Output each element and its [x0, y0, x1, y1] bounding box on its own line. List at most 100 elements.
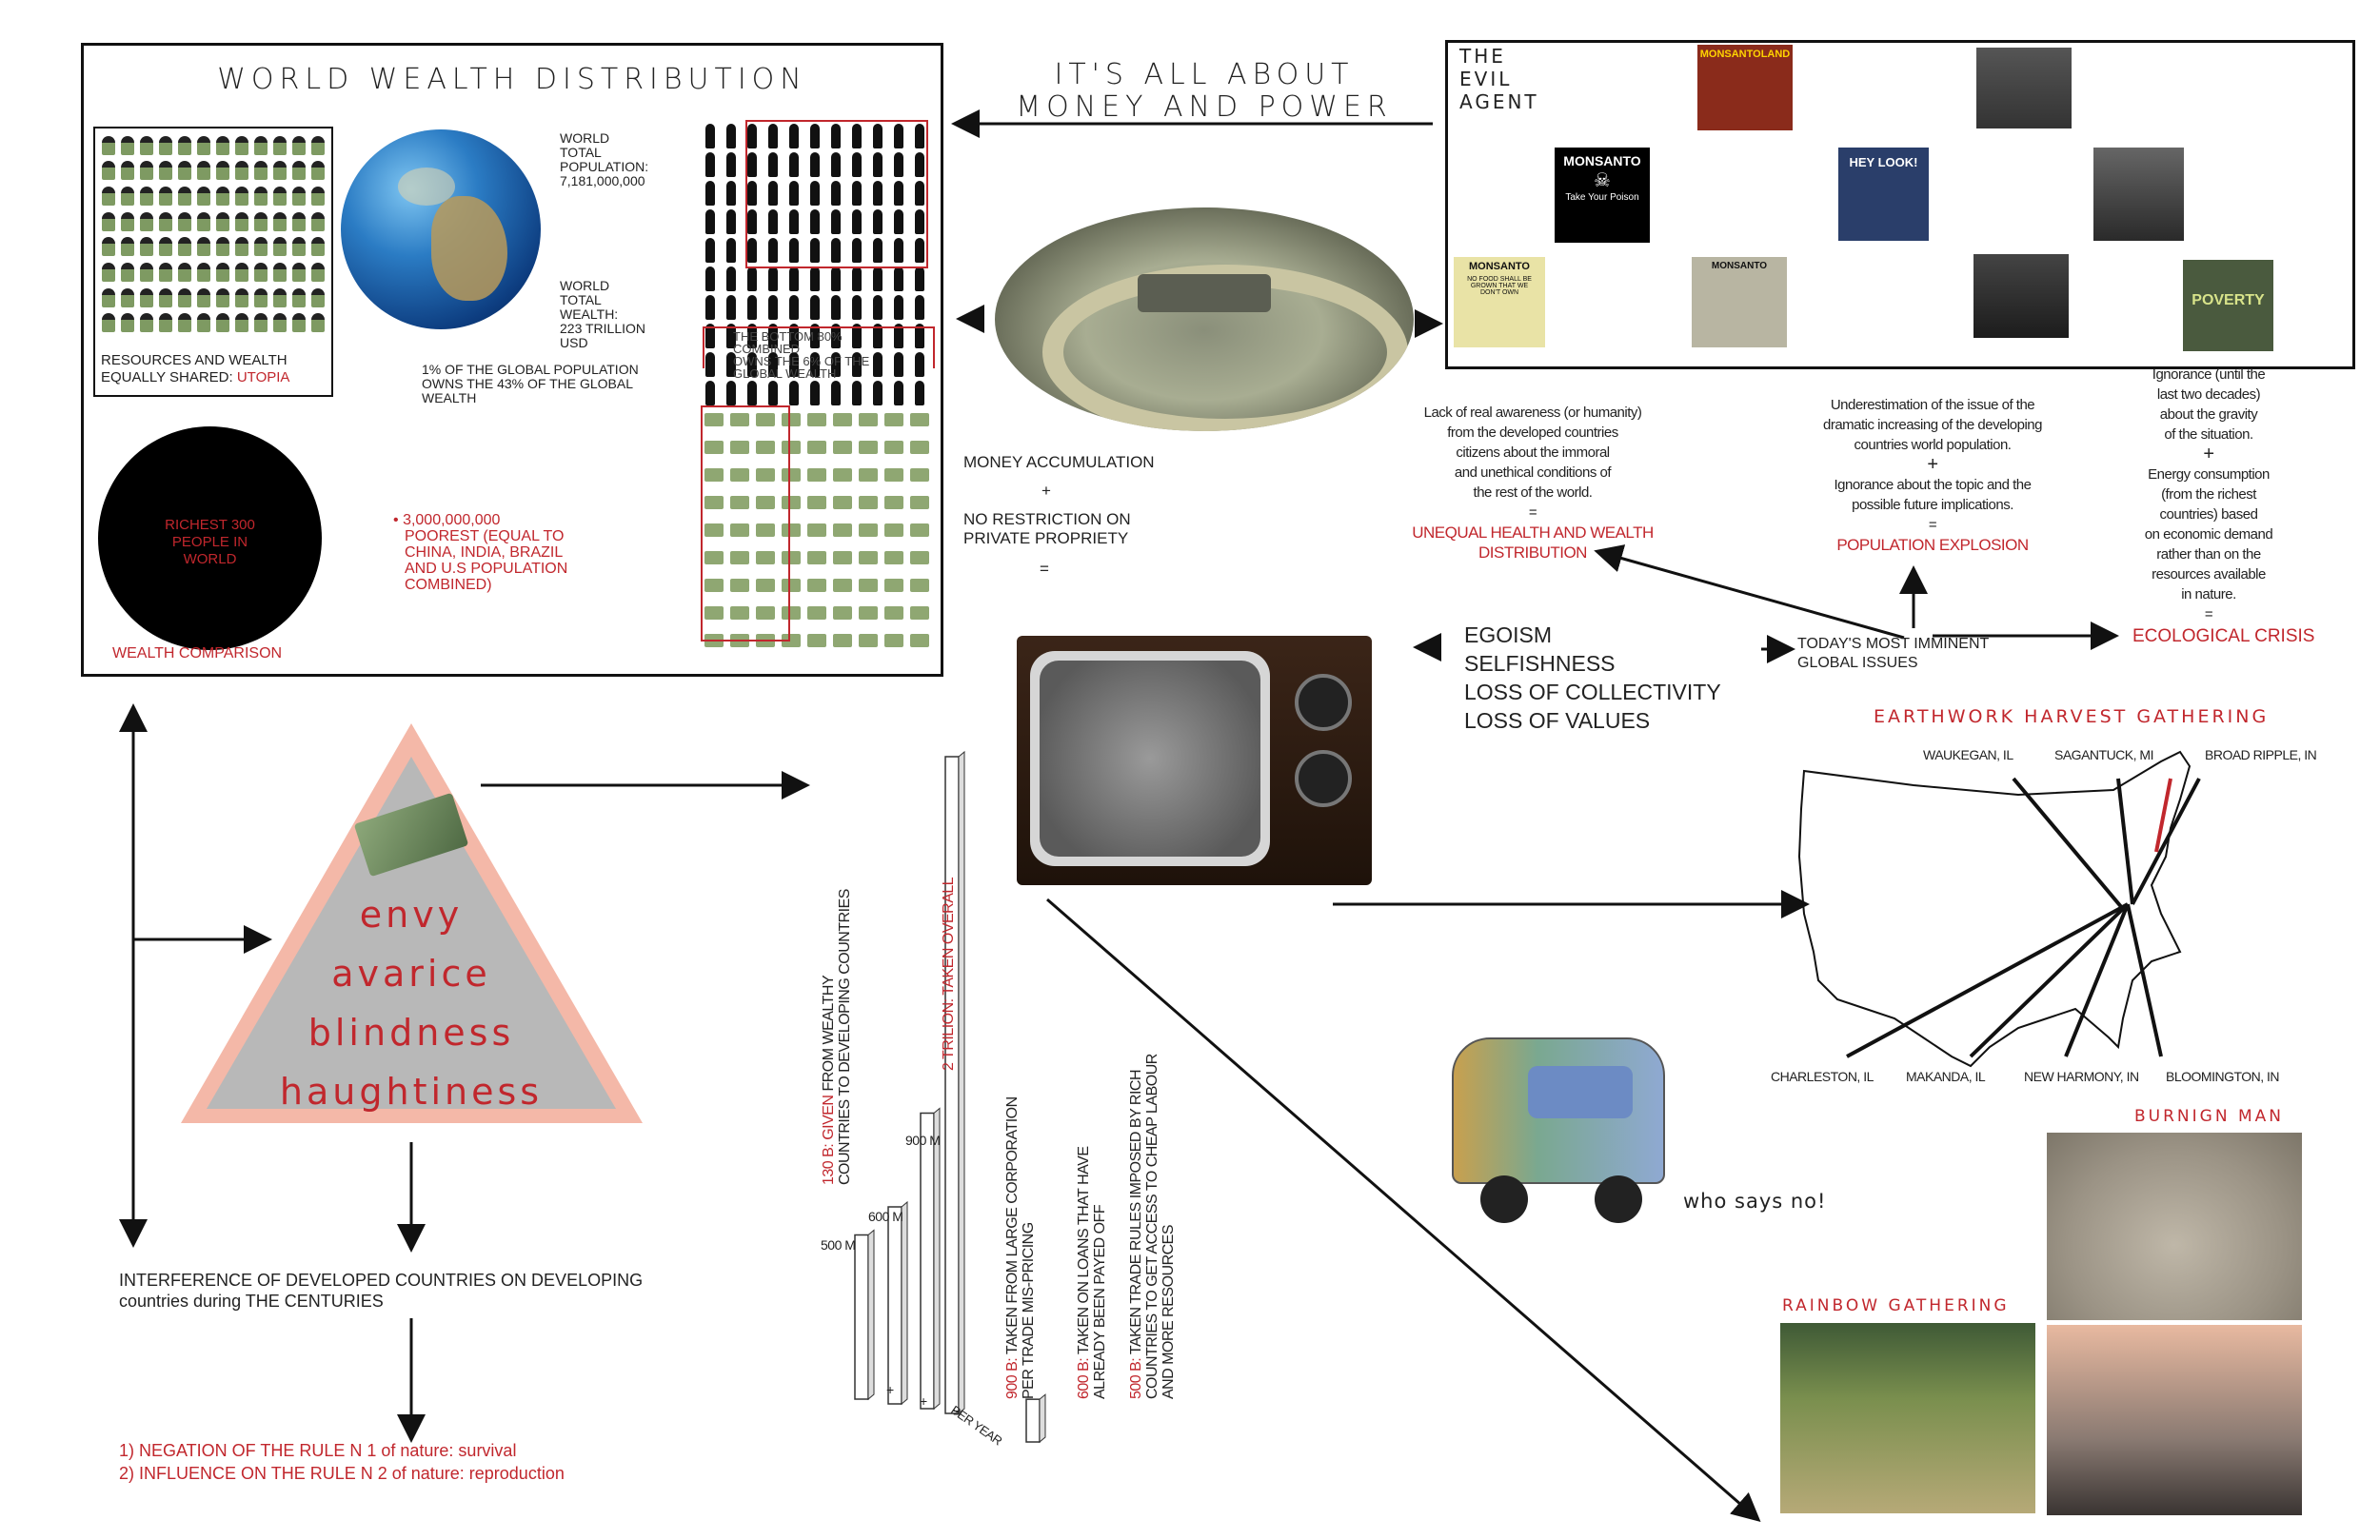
chart-annotation: 500 B: TAKEN TRADE RULES IMPOSED BY RICH…	[1128, 1054, 1177, 1399]
chart-operator: =	[953, 1405, 962, 1420]
money-stack-icon	[807, 551, 826, 564]
burning-man-photo-aerial	[2047, 1133, 2302, 1320]
money-person-icon	[291, 262, 306, 282]
person-icon	[810, 238, 820, 263]
person-icon	[894, 181, 903, 206]
money-person-icon	[140, 237, 154, 257]
money-stack-icon	[756, 413, 775, 426]
money-person-icon	[291, 135, 306, 155]
person-icon	[852, 181, 862, 206]
person-icon	[915, 181, 924, 206]
money-stack-icon	[782, 634, 801, 647]
money-stack-icon	[859, 441, 878, 454]
money-person-icon	[121, 287, 135, 307]
money-person-icon	[159, 237, 173, 257]
photo-protest-2	[2093, 148, 2184, 241]
person-icon	[852, 152, 862, 177]
money-stack-icon	[833, 468, 852, 482]
city-broad-ripple: BROAD RIPPLE, IN	[2205, 747, 2317, 762]
money-person-icon	[102, 237, 116, 257]
money-person-icon	[234, 262, 248, 282]
money-person-icon	[140, 161, 154, 181]
person-icon	[873, 238, 883, 263]
person-icon	[915, 238, 924, 263]
money-stack-icon	[704, 551, 724, 564]
money-stack-icon	[807, 606, 826, 620]
globe-image	[341, 129, 541, 329]
city-new-harmony: NEW HARMONY, IN	[2024, 1069, 2139, 1084]
person-icon	[831, 124, 841, 148]
money-stack-icon	[833, 579, 852, 592]
vw-van-image	[1442, 1028, 1671, 1223]
tv-set	[1017, 636, 1372, 885]
money-person-icon	[272, 237, 287, 257]
money-person-icon	[253, 161, 268, 181]
money-stack-icon	[884, 523, 903, 537]
money-stack-icon	[833, 496, 852, 509]
money-person-icon	[121, 187, 135, 207]
person-icon	[726, 238, 736, 263]
money-person-icon	[140, 262, 154, 282]
money-person-icon	[310, 287, 325, 307]
person-icon	[810, 152, 820, 177]
money-person-icon	[159, 287, 173, 307]
person-icon	[852, 238, 862, 263]
money-stack-icon	[833, 606, 852, 620]
money-person-icon	[197, 287, 211, 307]
person-icon	[768, 124, 778, 148]
money-person-icon	[102, 262, 116, 282]
person-icon	[768, 324, 778, 348]
person-icon	[705, 124, 715, 148]
money-stack-icon	[859, 468, 878, 482]
person-icon	[768, 181, 778, 206]
money-stack-icon	[782, 551, 801, 564]
utopia-grid: RESOURCES AND WEALTH EQUALLY SHARED: UTO…	[93, 127, 333, 397]
person-icon	[894, 209, 903, 234]
money-grid	[703, 407, 931, 647]
poster-poverty-wordcloud: POVERTY	[2183, 260, 2273, 351]
money-person-icon	[159, 262, 173, 282]
unequal-distribution: UNEQUAL HEALTH AND WEALTH	[1412, 523, 1654, 542]
money-person-icon	[234, 135, 248, 155]
chart-bar-label: 900 M	[905, 1133, 941, 1148]
money-stack-icon	[859, 551, 878, 564]
sin-avarice: avarice	[331, 953, 491, 995]
person-icon	[873, 152, 883, 177]
tv-knob-top	[1295, 674, 1352, 731]
money-person-icon	[102, 187, 116, 207]
money-stack-icon	[884, 413, 903, 426]
person-icon	[873, 352, 883, 377]
tv-screen-photo	[1040, 661, 1260, 857]
money-stack-icon	[807, 523, 826, 537]
money-stack-icon	[756, 551, 775, 564]
money-person-icon	[291, 313, 306, 333]
money-person-icon	[121, 211, 135, 231]
person-icon	[726, 381, 736, 405]
person-icon	[852, 209, 862, 234]
person-icon	[726, 324, 736, 348]
money-person-icon	[272, 287, 287, 307]
person-icon	[747, 209, 757, 234]
money-stack-icon	[782, 441, 801, 454]
person-icon	[705, 295, 715, 320]
person-icon	[789, 124, 799, 148]
money-person-icon	[234, 287, 248, 307]
chart-operator: +	[920, 1393, 928, 1409]
sin-blindness: blindness	[307, 1012, 515, 1054]
utopia-caption: RESOURCES AND WEALTH EQUALLY SHARED: UTO…	[101, 352, 290, 385]
person-icon	[852, 381, 862, 405]
money-stack-icon	[807, 579, 826, 592]
money-person-icon	[310, 262, 325, 282]
money-person-icon	[159, 313, 173, 333]
money-stack-icon	[807, 496, 826, 509]
money-person-icon	[253, 313, 268, 333]
person-icon	[810, 352, 820, 377]
money-person-icon	[310, 135, 325, 155]
money-stack-icon	[884, 579, 903, 592]
rich-highlight	[745, 120, 928, 268]
person-icon	[894, 238, 903, 263]
person-icon	[873, 295, 883, 320]
money-stack-icon	[704, 606, 724, 620]
